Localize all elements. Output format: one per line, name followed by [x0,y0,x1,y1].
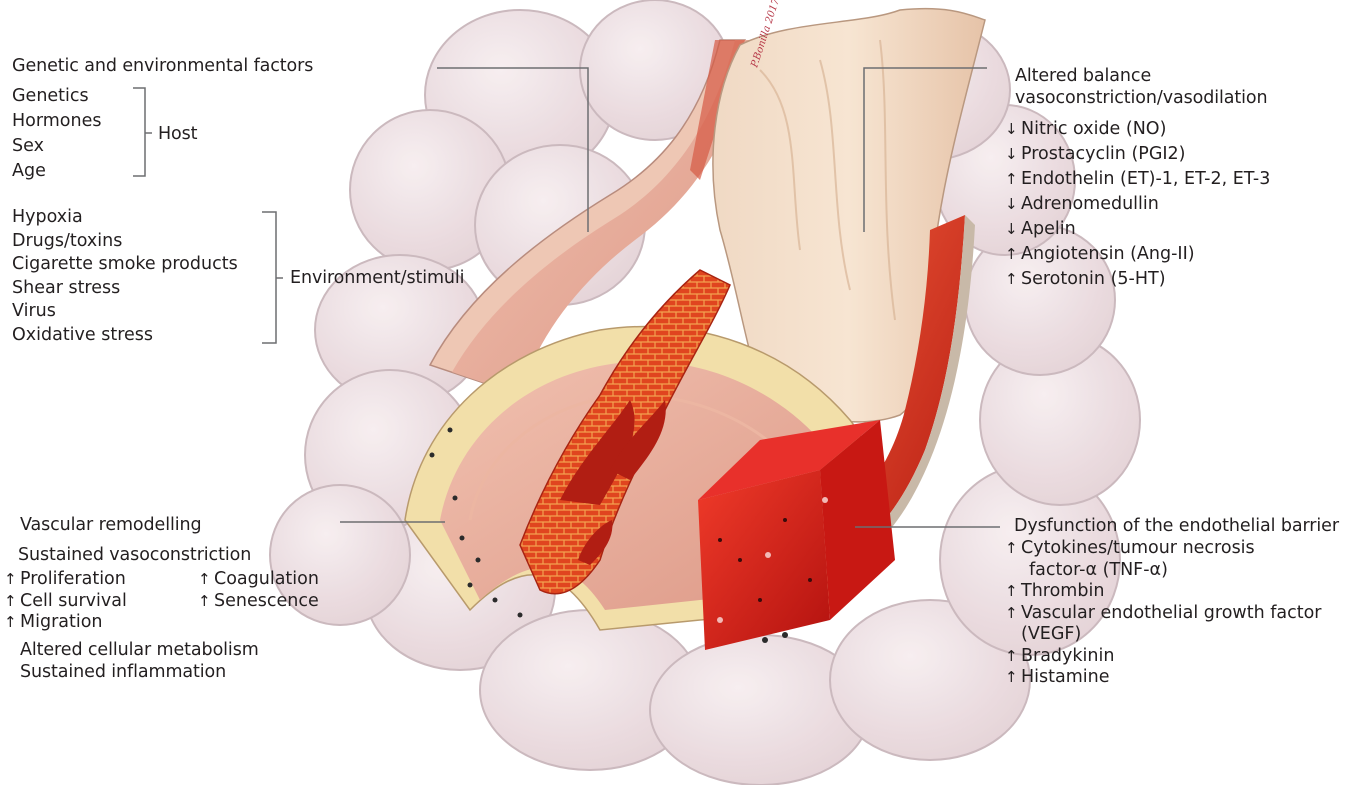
host-item: Genetics [12,84,101,109]
balance-item: ↑Angiotensin (Ang-II) [1005,242,1270,267]
remodelling-title: Vascular remodelling [20,515,202,536]
barrier-title: Dysfunction of the endothelial barrier [1014,516,1339,537]
environment-label: Environment/stimuli [290,268,464,289]
balance-item: ↓Prostacyclin (PGI2) [1005,142,1270,167]
up-arrow-icon: ↑ [1005,646,1021,668]
remodelling-line-inflammation: Sustained inflammation [20,662,226,683]
barrier-mediator-list: ↑Cytokines/tumour necrosis factor-α (TNF… [1005,538,1322,689]
remodelling-right-list: ↑Coagulation ↑Senescence [198,569,319,612]
barrier-item-continued: factor-α (TNF-α) [1005,560,1322,582]
barrier-item: ↑Thrombin [1005,581,1322,603]
remodelling-line-metabolism: Altered cellular metabolism [20,640,259,661]
up-arrow-icon: ↑ [1005,242,1021,267]
barrier-item: ↑Histamine [1005,667,1322,689]
environment-item: Oxidative stress [12,324,238,348]
environment-item: Hypoxia [12,206,238,230]
host-item: Sex [12,134,101,159]
barrier-item: ↑Bradykinin [1005,646,1322,668]
environment-item: Virus [12,300,238,324]
barrier-item: ↑Cytokines/tumour necrosis [1005,538,1322,560]
genetic-factors-title: Genetic and environmental factors [12,56,313,77]
barrier-item-continued: (VEGF) [1005,624,1322,646]
host-item: Age [12,159,101,184]
up-arrow-icon: ↑ [4,612,20,634]
host-item: Hormones [12,109,101,134]
down-arrow-icon: ↓ [1005,217,1021,242]
remodelling-item: ↑Migration [4,612,127,634]
up-arrow-icon: ↑ [1005,603,1021,625]
up-arrow-icon: ↑ [198,569,214,591]
barrier-item: ↑Vascular endothelial growth factor [1005,603,1322,625]
up-arrow-icon: ↑ [1005,167,1021,192]
up-arrow-icon: ↑ [1005,581,1021,603]
remodelling-item: ↑Proliferation [4,569,127,591]
down-arrow-icon: ↓ [1005,117,1021,142]
environment-item: Shear stress [12,277,238,301]
up-arrow-icon: ↑ [198,591,214,613]
host-label: Host [158,124,197,145]
remodelling-item: ↑Coagulation [198,569,319,591]
balance-item: ↓Nitric oxide (NO) [1005,117,1270,142]
balance-item: ↑Endothelin (ET)-1, ET-2, ET-3 [1005,167,1270,192]
remodelling-left-list: ↑Proliferation ↑Cell survival ↑Migration [4,569,127,634]
remodelling-item: ↑Cell survival [4,591,127,613]
balance-title-line1: Altered balance [1015,66,1151,87]
balance-item: ↓Apelin [1005,217,1270,242]
host-factor-list: Genetics Hormones Sex Age [12,84,101,184]
balance-item: ↑Serotonin (5-HT) [1005,267,1270,292]
up-arrow-icon: ↑ [1005,538,1021,560]
balance-item: ↓Adrenomedullin [1005,192,1270,217]
up-arrow-icon: ↑ [1005,267,1021,292]
down-arrow-icon: ↓ [1005,192,1021,217]
balance-mediator-list: ↓Nitric oxide (NO) ↓Prostacyclin (PGI2) … [1005,117,1270,292]
up-arrow-icon: ↑ [4,591,20,613]
up-arrow-icon: ↑ [4,569,20,591]
remodelling-item: ↑Senescence [198,591,319,613]
down-arrow-icon: ↓ [1005,142,1021,167]
up-arrow-icon: ↑ [1005,667,1021,689]
balance-title-line2: vasoconstriction/vasodilation [1015,88,1267,109]
environment-item: Cigarette smoke products [12,253,238,277]
environment-item: Drugs/toxins [12,230,238,254]
environment-factor-list: Hypoxia Drugs/toxins Cigarette smoke pro… [12,206,238,347]
remodelling-line-vasoconstriction: Sustained vasoconstriction [18,545,251,566]
